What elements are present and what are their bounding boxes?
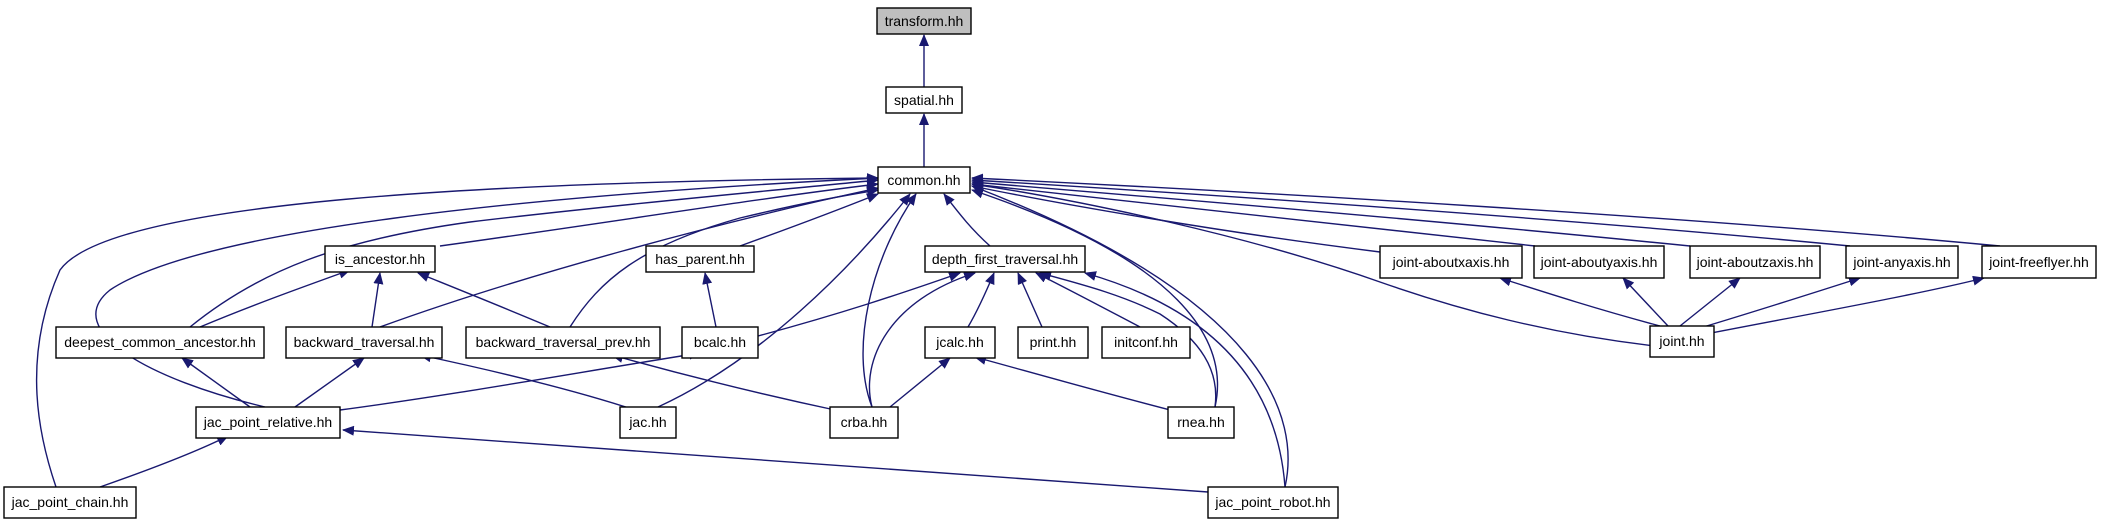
node-deepest-common-ancestor-hh[interactable]: deepest_common_ancestor.hh	[55, 326, 265, 359]
node-label: joint-aboutyaxis.hh	[1540, 254, 1658, 270]
node-label: crba.hh	[841, 414, 888, 430]
edge-jac-common	[657, 193, 911, 408]
node-label: bcalc.hh	[694, 334, 746, 350]
edge-joint-anyaxis	[1699, 276, 1861, 329]
node-backward-traversal-hh[interactable]: backward_traversal.hh	[285, 326, 443, 359]
node-label: rnea.hh	[1177, 414, 1224, 430]
edge-aboutz-common	[971, 177, 1691, 247]
node-is-ancestor-hh[interactable]: is_ancestor.hh	[324, 245, 436, 273]
edge-joint-aboutx	[1499, 276, 1661, 327]
node-spatial-hh[interactable]: spatial.hh	[885, 86, 963, 114]
node-label: backward_traversal.hh	[294, 334, 435, 350]
node-label: joint-freeflyer.hh	[1988, 254, 2089, 270]
edge-has-parent-common	[739, 193, 879, 247]
edge-anyaxis-common	[971, 175, 1851, 247]
node-label: jac.hh	[628, 414, 666, 430]
edge-bt-is-ancestor	[371, 272, 384, 328]
file-nodes: transform.hh spatial.hh common.hh is_anc…	[3, 7, 2097, 519]
edge-aboutx-common	[971, 183, 1381, 253]
node-jac-hh[interactable]: jac.hh	[619, 406, 677, 439]
edge-crba-dft	[868, 271, 976, 408]
node-joint-aboutzaxis-hh[interactable]: joint-aboutzaxis.hh	[1689, 245, 1821, 279]
edge-rnea-common	[971, 188, 1219, 408]
edge-jpc-jpr	[99, 435, 229, 488]
edge-crba-jcalc	[889, 357, 951, 408]
node-bcalc-hh[interactable]: bcalc.hh	[681, 326, 759, 359]
node-label: depth_first_traversal.hh	[932, 251, 1078, 267]
edge-joint-freeflyer	[1705, 275, 1985, 335]
node-label: jac_point_chain.hh	[11, 494, 129, 510]
edge-jac-bt	[419, 352, 636, 411]
edge-joint-aboutz	[1679, 277, 1741, 327]
node-jcalc-hh[interactable]: jcalc.hh	[924, 326, 996, 359]
edge-is-ancestor-common	[439, 180, 879, 247]
node-joint-freeflyer-hh[interactable]: joint-freeflyer.hh	[1981, 245, 2097, 279]
edge-jprob-dft	[1084, 271, 1286, 488]
edge-rnea-dft	[1039, 271, 1217, 408]
node-label: is_ancestor.hh	[335, 251, 425, 267]
node-print-hh[interactable]: print.hh	[1017, 326, 1089, 359]
edge-joint-abouty	[1622, 277, 1669, 327]
node-label: print.hh	[1030, 334, 1077, 350]
node-rnea-hh[interactable]: rnea.hh	[1167, 406, 1235, 439]
edge-dca-is-ancestor	[199, 269, 351, 328]
edge-abouty-common	[971, 180, 1536, 247]
edge-bt-common	[379, 185, 879, 328]
node-joint-aboutyaxis-hh[interactable]: joint-aboutyaxis.hh	[1533, 245, 1665, 279]
node-common-hh[interactable]: common.hh	[877, 166, 971, 194]
edge-crba-btp	[611, 353, 836, 411]
edge-btp-is-ancestor	[417, 272, 551, 328]
node-jac-point-robot-hh[interactable]: jac_point_robot.hh	[1207, 486, 1339, 519]
node-has-parent-hh[interactable]: has_parent.hh	[645, 245, 755, 273]
dependency-edges	[35, 34, 2001, 493]
node-label: joint-aboutzaxis.hh	[1696, 254, 1814, 270]
node-label: joint-aboutxaxis.hh	[1392, 254, 1510, 270]
edge-btp-common	[569, 186, 879, 328]
node-backward-traversal-prev-hh[interactable]: backward_traversal_prev.hh	[465, 326, 661, 359]
edge-joint-common	[971, 180, 1656, 347]
edge-initconf-dft	[1035, 272, 1141, 328]
node-label: deepest_common_ancestor.hh	[64, 334, 255, 350]
edge-jprob-jpr	[342, 425, 1209, 493]
node-depth-first-traversal-hh[interactable]: depth_first_traversal.hh	[924, 245, 1086, 273]
node-label: has_parent.hh	[655, 251, 745, 267]
edge-dca-common	[189, 176, 879, 328]
node-label: common.hh	[887, 172, 960, 188]
edge-freeflyer-common	[971, 173, 2001, 247]
node-jac-point-relative-hh[interactable]: jac_point_relative.hh	[195, 406, 341, 439]
edge-crba-common	[862, 193, 917, 408]
edge-jpr-common	[95, 173, 879, 408]
node-label: transform.hh	[885, 13, 964, 29]
node-jac-point-chain-hh[interactable]: jac_point_chain.hh	[3, 486, 137, 519]
edge-jcalc-dft	[967, 272, 995, 328]
node-label: backward_traversal_prev.hh	[476, 334, 651, 350]
edge-dft-common	[943, 193, 991, 247]
node-joint-hh[interactable]: joint.hh	[1649, 325, 1715, 358]
node-label: joint-anyaxis.hh	[1852, 254, 1950, 270]
edge-jprob-common	[971, 185, 1289, 488]
edge-bcalc-has-parent	[702, 272, 717, 328]
edge-rnea-jcalc	[974, 355, 1179, 413]
edge-jpc-common	[35, 173, 879, 488]
node-joint-aboutxaxis-hh[interactable]: joint-aboutxaxis.hh	[1379, 245, 1523, 279]
node-label: spatial.hh	[894, 92, 954, 108]
node-initconf-hh[interactable]: initconf.hh	[1101, 326, 1191, 359]
node-joint-anyaxis-hh[interactable]: joint-anyaxis.hh	[1845, 245, 1959, 279]
node-crba-hh[interactable]: crba.hh	[829, 406, 899, 439]
node-transform-hh[interactable]: transform.hh	[876, 7, 972, 35]
edge-jpr-bcalc	[339, 349, 701, 411]
node-label: initconf.hh	[1114, 334, 1178, 350]
node-label: joint.hh	[1658, 333, 1704, 349]
edge-jpr-dca	[181, 357, 251, 408]
node-label: jac_point_robot.hh	[1214, 494, 1330, 510]
node-label: jac_point_relative.hh	[203, 414, 332, 430]
edge-print-dft	[1017, 272, 1043, 328]
edge-jpr-bt	[294, 357, 365, 408]
edge-bcalc-dft	[757, 271, 961, 337]
node-label: jcalc.hh	[935, 334, 983, 350]
